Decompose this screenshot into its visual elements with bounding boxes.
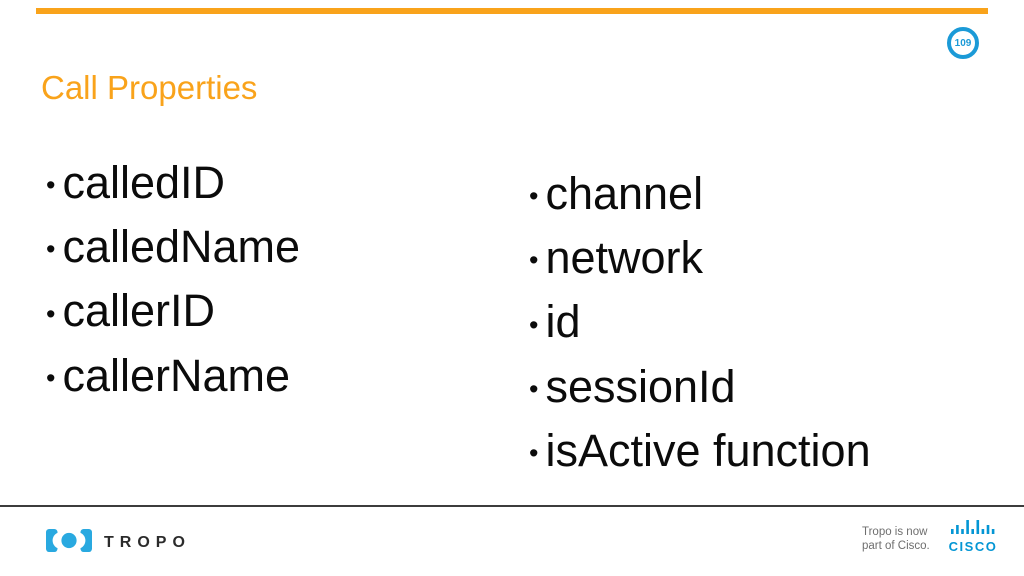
bullet-item: •callerName <box>46 345 300 409</box>
bullet-dot-icon: • <box>46 170 56 201</box>
cisco-bridge-bars-icon <box>951 520 995 539</box>
bullet-label: sessionId <box>545 360 736 412</box>
bullet-label: channel <box>545 168 704 219</box>
page-title: Call Properties <box>41 69 258 106</box>
bullet-dot-icon: • <box>529 309 539 340</box>
bullet-dot-icon: • <box>529 181 539 212</box>
cisco-transition-note: Tropo is now part of Cisco. <box>862 526 930 553</box>
bullet-list-left: •calledID•calledName•callerID•callerName <box>46 152 300 409</box>
bullet-item: •callerID <box>46 280 300 344</box>
top-accent-bar <box>36 8 988 14</box>
cisco-logo: CISCO <box>944 520 1002 554</box>
bullet-item: •calledName <box>46 216 300 280</box>
slide-number-badge: 109 <box>947 27 979 59</box>
cisco-note-line2: part of Cisco. <box>862 539 930 552</box>
bullet-item: •channel <box>529 163 871 227</box>
cisco-wordmark: CISCO <box>948 539 998 554</box>
bullet-item: •isActive function <box>529 420 871 484</box>
bullet-dot-icon: • <box>529 373 539 404</box>
bullet-item: •network <box>529 227 871 291</box>
bullet-label: network <box>545 232 704 284</box>
bullet-label: id <box>545 296 581 348</box>
bullet-dot-icon: • <box>46 298 56 329</box>
bullet-dot-icon: • <box>529 245 539 276</box>
bullet-label: callerID <box>62 285 215 337</box>
tropo-wordmark: TROPO <box>104 534 191 551</box>
cisco-note-line1: Tropo is now <box>862 526 928 538</box>
bullet-label: callerName <box>62 349 291 401</box>
bullet-dot-icon: • <box>46 234 56 265</box>
tropo-logo: TROPO <box>46 529 191 557</box>
bullet-dot-icon: • <box>46 362 56 393</box>
bullet-label: isActive function <box>545 424 871 476</box>
bullet-label: calledName <box>62 221 301 273</box>
bullet-item: •sessionId <box>529 356 871 420</box>
bullet-label: calledID <box>62 157 226 208</box>
slide-number-text: 109 <box>954 37 972 49</box>
tropo-brackets-dot-icon <box>46 529 92 557</box>
bullet-item: •calledID <box>46 152 300 216</box>
bullet-item: •id <box>529 291 871 355</box>
bullet-dot-icon: • <box>529 438 539 469</box>
bullet-list-right: •channel•network•id•sessionId•isActive f… <box>529 163 871 484</box>
footer-divider <box>0 505 1024 507</box>
